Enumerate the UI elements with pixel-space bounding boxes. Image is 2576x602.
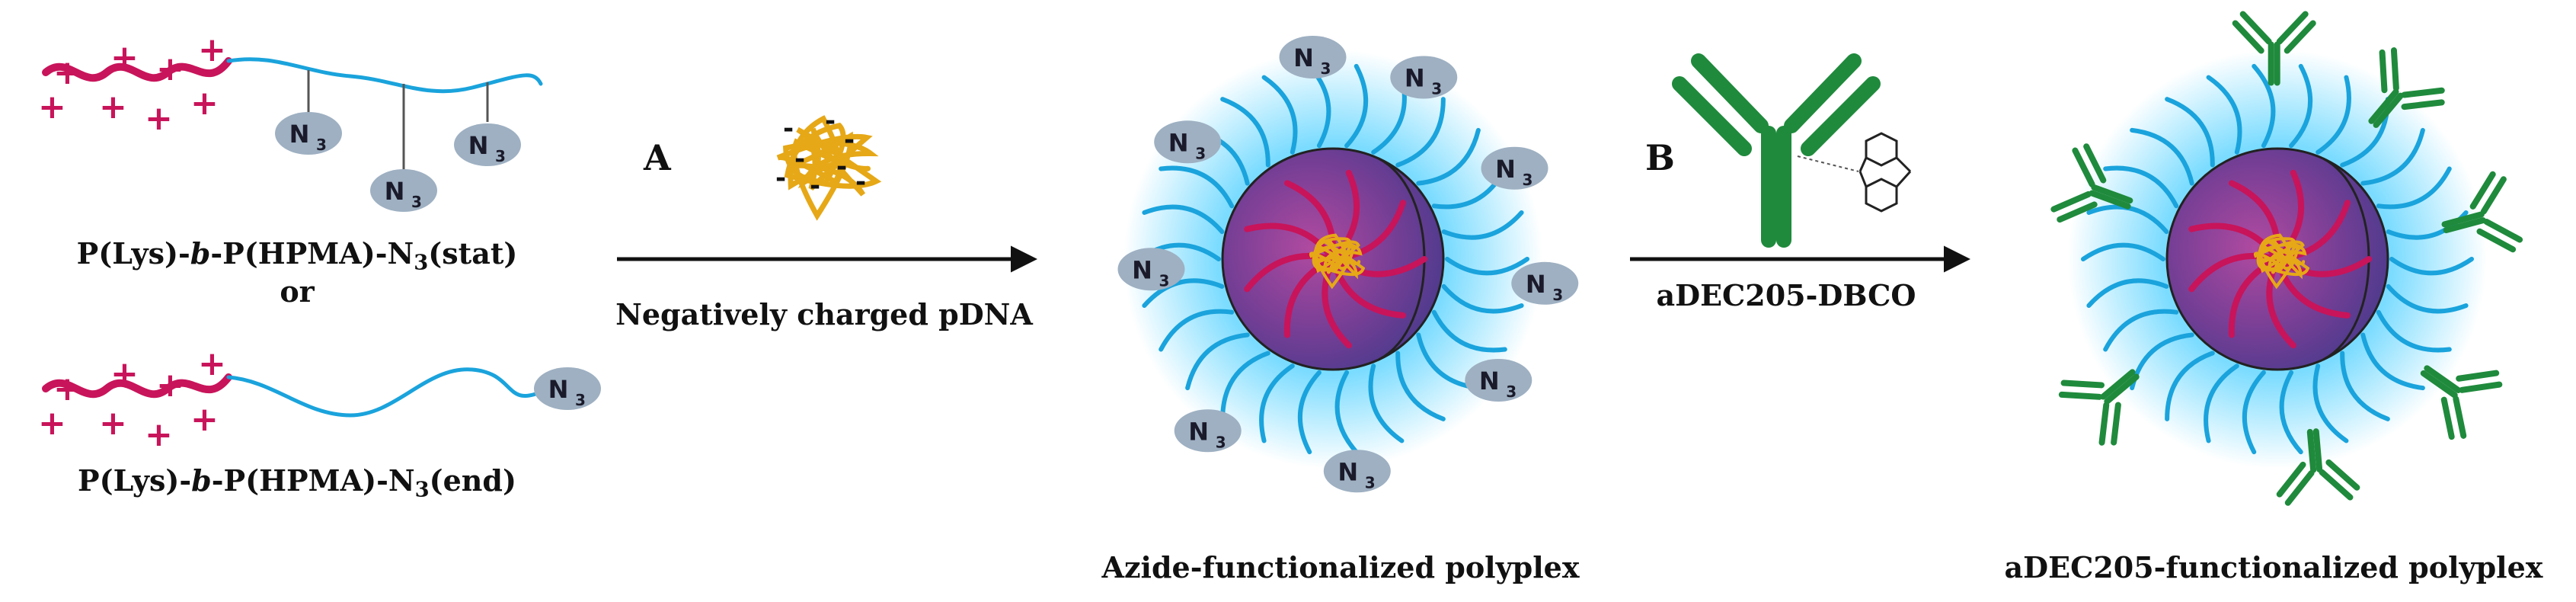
antibody-icon [2050,143,2133,223]
step-b-caption: aDEC205-DBCO [1656,278,1916,312]
plus-sign: + [110,38,139,77]
adec205-polyplex-diagram [2050,11,2523,506]
positive-charges: ++++++++ [38,30,226,138]
plus-sign: + [145,99,173,138]
azide-polyplex-label: Azide-functionalized polyplex [1101,550,1580,584]
svg-text:N: N [548,375,569,404]
svg-text:N: N [468,131,489,160]
step-b-label: B [1645,137,1675,178]
plus-sign: + [198,344,226,383]
or-label: or [280,274,315,309]
svg-text:3: 3 [1523,171,1533,189]
dbco-icon [1858,132,1912,213]
minus-sign: - [810,171,820,201]
plus-sign: + [190,84,219,123]
antibody-dbco-icon [1672,53,1912,248]
pdna-coil-icon: -------- [775,106,882,221]
svg-text:N: N [1293,43,1314,72]
svg-text:3: 3 [411,193,422,211]
svg-text:N: N [1526,270,1546,299]
minus-sign: - [836,152,847,182]
plus-sign: + [38,404,66,443]
plus-sign: + [99,404,127,443]
minus-sign: - [783,114,794,144]
step-a-caption: Negatively charged pDNA [615,297,1033,331]
svg-text:3: 3 [316,136,327,154]
step-a-label: A [644,137,671,178]
minus-sign: - [844,125,855,155]
hpma-block [226,57,543,94]
lysine-block [42,57,232,82]
svg-text:N: N [1168,128,1189,157]
minus-sign: - [855,167,866,197]
positive-charges: ++++++++ [38,344,226,454]
plus-sign: + [198,30,226,69]
plus-sign: + [38,88,66,126]
svg-text:N: N [385,177,405,206]
antibody-icon [2058,369,2140,446]
plus-sign: + [156,50,184,88]
pdna-coil-icon [1309,233,1366,290]
svg-text:3: 3 [1365,473,1376,492]
antibody-icon [2368,47,2445,128]
svg-text:3: 3 [1506,383,1517,401]
polymer-end-label: P(Lys)-b-P(HPMA)-N3(end) [78,463,516,502]
svg-text:3: 3 [1431,80,1442,98]
svg-text:3: 3 [1552,286,1563,304]
svg-text:N: N [1188,417,1209,446]
plus-sign: + [53,53,81,92]
hpma-block [226,367,551,418]
svg-text:3: 3 [575,391,586,409]
plus-sign: + [110,354,139,393]
antibody-icon [2276,428,2360,506]
svg-text:N: N [1495,155,1516,184]
antibody-icon [2232,11,2316,86]
lysine-block [42,373,232,399]
svg-text:3: 3 [1321,59,1331,78]
svg-text:3: 3 [1195,144,1206,162]
polymer-stat-label: P(Lys)-b-P(HPMA)-N3(stat) [76,236,518,275]
minus-sign: - [775,163,786,194]
svg-text:3: 3 [1216,433,1226,451]
pdna-coil-icon [2253,233,2310,290]
svg-text:N: N [1479,367,1500,395]
plus-sign: + [99,88,127,126]
svg-text:N: N [289,120,310,149]
plus-sign: + [53,370,81,408]
svg-text:N: N [1405,64,1425,93]
minus-sign: - [794,144,805,175]
svg-text:3: 3 [1159,271,1170,290]
svg-text:3: 3 [495,147,506,165]
antibody-icon [2441,171,2523,253]
minus-sign: - [825,106,836,136]
adec205-polyplex-label: aDEC205-functionalized polyplex [2004,550,2543,584]
svg-text:N: N [1132,255,1152,284]
plus-sign: + [190,400,219,439]
plus-sign: + [145,415,173,454]
antibody-icon [2420,365,2503,440]
plus-sign: + [156,366,184,405]
svg-text:N: N [1338,457,1358,486]
